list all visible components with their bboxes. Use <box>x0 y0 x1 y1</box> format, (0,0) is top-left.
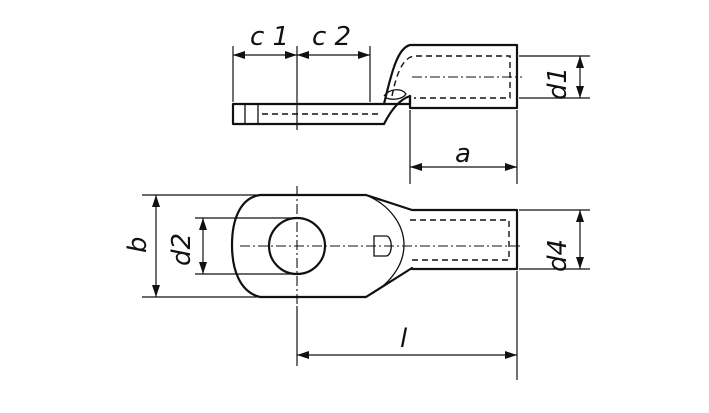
top-view-barrel-bore <box>410 219 510 261</box>
label-l: l <box>400 324 408 354</box>
label-d4: d4 <box>543 239 573 272</box>
label-d2: d2 <box>167 233 197 266</box>
d1-arrow-bottom <box>576 86 584 98</box>
side-view-inspection-mark <box>383 89 407 100</box>
dimension-l: l <box>296 271 518 380</box>
d1-arrow-top <box>576 56 584 68</box>
d2-arrow-top <box>199 218 207 230</box>
top-view-lug-outline <box>230 193 519 299</box>
l-arrow-right <box>505 351 517 359</box>
dimension-d2: d2 <box>167 217 295 275</box>
a-arrow-left <box>410 163 422 171</box>
c1-arrow-right <box>285 51 297 59</box>
top-view-inspection-window <box>373 235 392 257</box>
top-view-neck-curve <box>365 194 405 298</box>
label-c1: c 1 <box>250 22 289 52</box>
top-view <box>230 186 522 306</box>
side-view-palm-outline <box>231 94 412 126</box>
dimension-b: b <box>123 194 258 298</box>
d4-arrow-bottom <box>576 257 584 269</box>
b-arrow-top <box>152 195 160 207</box>
d4-arrow-top <box>576 210 584 222</box>
label-d1: d1 <box>543 67 573 100</box>
side-view <box>231 43 522 126</box>
label-a: a <box>455 139 471 169</box>
label-c2: c 2 <box>312 22 351 52</box>
dimension-d1: d1 <box>519 55 590 100</box>
b-arrow-bottom <box>152 285 160 297</box>
c2-arrow-left <box>297 51 309 59</box>
dimension-c1-c2: c 1 c 2 <box>232 22 371 130</box>
label-b: b <box>123 236 153 253</box>
a-arrow-right <box>505 163 517 171</box>
l-arrow-left <box>297 351 309 359</box>
c2-arrow-right <box>358 51 370 59</box>
d2-arrow-bottom <box>199 262 207 274</box>
dimension-d4: d4 <box>519 209 590 272</box>
dimension-a: a <box>409 110 518 184</box>
c1-arrow-left <box>233 51 245 59</box>
